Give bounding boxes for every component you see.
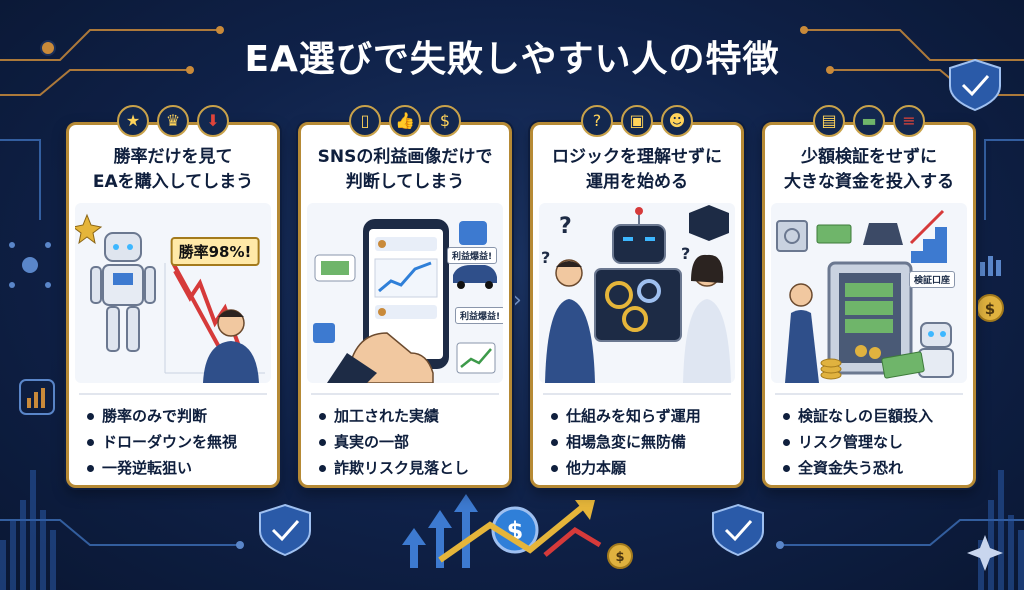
list-item: 相場急変に無防備	[551, 429, 741, 455]
svg-text:$: $	[615, 550, 624, 565]
illustration-phone: 利益爆益! 利益爆益!	[307, 203, 503, 383]
card-heading: ロジックを理解せずに 運用を始める	[533, 145, 741, 195]
logic-robot-illustration: ? ? ?	[541, 205, 731, 383]
bullet-text: 検証なしの巨額投入	[798, 407, 934, 425]
heading-line: SNSの利益画像だけで	[317, 147, 493, 167]
phone-illustration	[313, 219, 497, 383]
bullet-list: 勝率のみで判断 ドローダウンを無視 一発逆転狙い	[69, 395, 277, 481]
vault-illustration	[776, 209, 954, 383]
bullet-dot	[319, 465, 326, 472]
list-item: 勝率のみで判断	[87, 403, 277, 429]
money-bag-icon: $	[429, 105, 461, 137]
card-heading: 少額検証をせずに 大きな資金を投入する	[765, 145, 973, 195]
svg-text:?: ?	[559, 214, 572, 239]
list-item: 仕組みを知らず運用	[551, 403, 741, 429]
card-icons: ▯ 👍 $	[301, 105, 509, 137]
bullet-dot	[551, 413, 558, 420]
card-icons: ? ▣ ☻	[533, 105, 741, 137]
list-item: 他力本願	[551, 455, 741, 481]
win-rate-badge: 勝率98%!	[170, 237, 260, 266]
bullet-text: 全資金失う恐れ	[798, 459, 904, 477]
profit-tag: 利益爆益!	[455, 307, 503, 324]
heading-line: 大きな資金を投入する	[784, 172, 954, 192]
card-large-capital: ▤ ▬ ≡ 少額検証をせずに 大きな資金を投入する	[762, 105, 976, 488]
verification-account-tag: 検証口座	[909, 271, 956, 288]
svg-text:?: ?	[541, 248, 550, 267]
list-item: 一発逆転狙い	[87, 455, 277, 481]
page-title: EA選びで失敗しやすい人の特徴	[244, 39, 780, 80]
heading-line: 運用を始める	[586, 172, 688, 192]
heading-line: 勝率だけを見て	[113, 147, 233, 167]
card-logic: ? ▣ ☻ ロジックを理解せずに 運用を始める ?	[530, 105, 744, 488]
bullet-text: ドローダウンを無視	[102, 433, 238, 451]
bullet-text: 勝率のみで判断	[102, 407, 208, 425]
bullet-list: 仕組みを知らず運用 相場急変に無防備 他力本願	[533, 395, 741, 481]
bullet-text: 加工された実績	[334, 407, 440, 425]
user-thinking-icon: ☻	[661, 105, 693, 137]
divider	[543, 393, 731, 395]
trophy-icon: ♛	[157, 105, 189, 137]
divider	[79, 393, 267, 395]
bullet-text: リスク管理なし	[798, 433, 904, 451]
card-heading: 勝率だけを見て EAを購入してしまう	[69, 145, 277, 195]
bullet-dot	[319, 439, 326, 446]
heading-line: EAを購入してしまう	[92, 172, 254, 192]
heading-line: ロジックを理解せずに	[552, 147, 722, 167]
list-item: ドローダウンを無視	[87, 429, 277, 455]
down-arrow-icon: ⬇	[197, 105, 229, 137]
bullet-dot	[319, 413, 326, 420]
smartphone-icon: ▯	[349, 105, 381, 137]
list-item: 全資金失う恐れ	[783, 455, 973, 481]
cash-icon: ▬	[853, 105, 885, 137]
bullet-text: 仕組みを知らず運用	[566, 407, 701, 425]
svg-text:?: ?	[681, 244, 690, 263]
star-icon: ★	[117, 105, 149, 137]
illustration-logic-robot: ? ? ?	[539, 203, 735, 383]
safe-icon: ▤	[813, 105, 845, 137]
bullet-text: 一発逆転狙い	[102, 459, 193, 477]
heading-line: 少額検証をせずに	[801, 147, 937, 167]
bullet-dot	[87, 465, 94, 472]
illustration-vault: 検証口座	[771, 203, 967, 383]
illustration-robot-chart: 勝率98%!	[75, 203, 271, 383]
svg-text:$: $	[985, 300, 995, 318]
bullet-text: 相場急変に無防備	[566, 433, 687, 451]
card-icons: ★ ♛ ⬇	[69, 105, 277, 137]
bullet-dot	[87, 413, 94, 420]
bullet-dot	[783, 465, 790, 472]
card-heading: SNSの利益画像だけで 判断してしまう	[301, 145, 509, 195]
bullet-dot	[783, 439, 790, 446]
bullet-dot	[87, 439, 94, 446]
bullet-text: 詐欺リスク見落とし	[334, 459, 470, 477]
bullet-text: 他力本願	[566, 459, 627, 477]
divider	[775, 393, 963, 395]
box-icon: ▣	[621, 105, 653, 137]
bullet-list: 検証なしの巨額投入 リスク管理なし 全資金失う恐れ	[765, 395, 973, 481]
heading-line: 判断してしまう	[345, 172, 465, 192]
chevron-right-icon: ›	[513, 288, 522, 313]
list-item: 真実の一部	[319, 429, 509, 455]
divider	[311, 393, 499, 395]
bullet-dot	[783, 413, 790, 420]
profit-tag: 利益爆益!	[447, 247, 498, 264]
robot-chart-illustration	[75, 213, 265, 383]
bullet-dot	[551, 439, 558, 446]
coins-icon: ≡	[893, 105, 925, 137]
bullet-list: 加工された実績 真実の一部 詐欺リスク見落とし	[301, 395, 509, 481]
list-item: リスク管理なし	[783, 429, 973, 455]
bullet-dot	[551, 465, 558, 472]
card-sns-profit: ▯ 👍 $ SNSの利益画像だけで 判断してしまう	[298, 105, 512, 488]
list-item: 検証なしの巨額投入	[783, 403, 973, 429]
question-icon: ?	[581, 105, 613, 137]
card-icons: ▤ ▬ ≡	[765, 105, 973, 137]
thumbs-up-icon: 👍	[389, 105, 421, 137]
list-item: 加工された実績	[319, 403, 509, 429]
list-item: 詐欺リスク見落とし	[319, 455, 509, 481]
bullet-text: 真実の一部	[334, 433, 410, 451]
card-win-rate: ★ ♛ ⬇ 勝率だけを見て EAを購入してしまう 勝率98%! 勝	[66, 105, 280, 488]
